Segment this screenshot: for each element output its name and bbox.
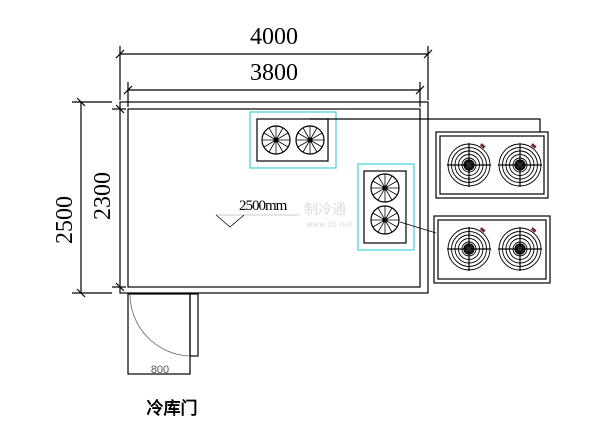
refrigerant-pipe-2 [399,221,437,234]
dimension-outer-depth [72,97,112,298]
door-label: 冷库门 [147,398,198,419]
dimension-outer-width [115,46,433,100]
watermark-url: www.zlt.net [306,220,353,229]
door-width-label: 800 [151,364,169,376]
height-marker [215,214,300,228]
condenser-fan-icon [447,143,491,187]
condenser-unit-1 [435,131,549,199]
watermark: 制冷通 [304,202,346,218]
door [127,293,199,375]
outer-depth-label: 2500 [52,196,78,244]
condenser-unit-2 [433,215,551,284]
height-label: 2500mm [239,198,288,214]
refrigerant-pipe-1 [310,118,541,132]
evaporator-1 [249,111,337,169]
dimension-inner-width [123,82,425,107]
condenser-fan-icon [498,143,542,187]
room-outer-wall [119,101,429,294]
room-inner-wall [127,108,421,288]
inner-depth-label: 2300 [90,172,116,220]
evaporator-fan-icon [261,125,291,155]
evaporator-fan-icon [370,173,400,203]
condenser-fan-icon [447,227,491,271]
inner-width-label: 3800 [250,60,298,86]
outer-width-label: 4000 [250,24,298,50]
condenser-fan-icon [498,227,542,271]
evaporator-fan-icon [370,205,400,235]
evaporator-2 [357,163,415,251]
evaporator-fan-icon [295,125,325,155]
